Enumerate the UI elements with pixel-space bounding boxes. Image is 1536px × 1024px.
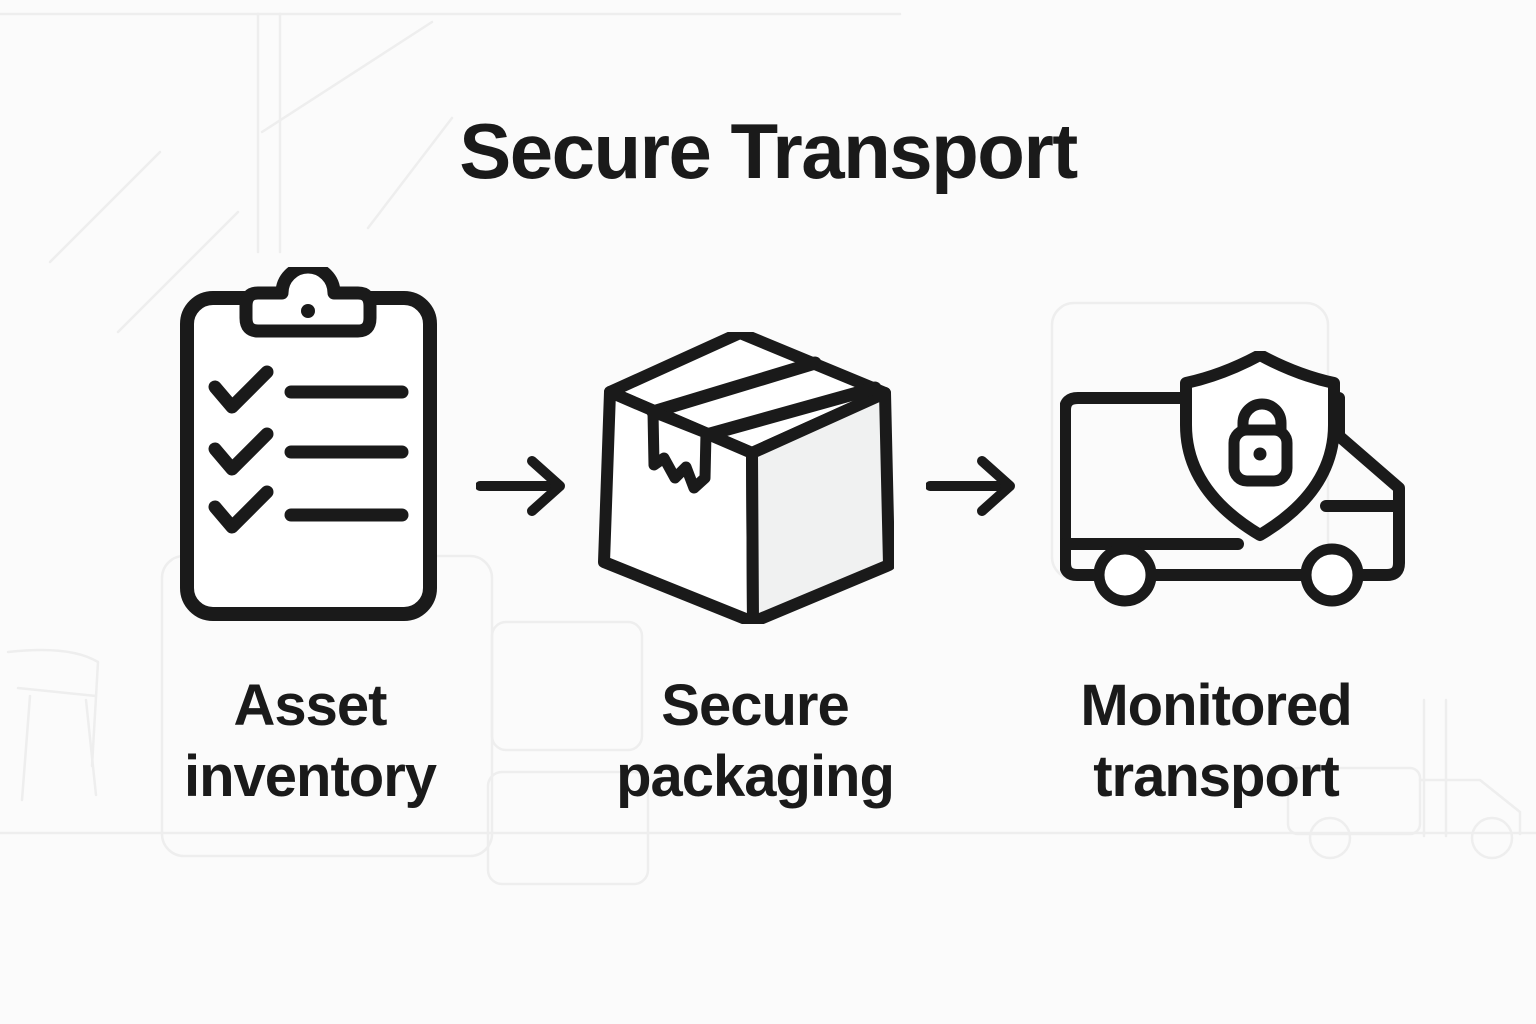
step-label-line: transport <box>1093 744 1340 809</box>
checkmark <box>208 365 274 414</box>
box-right-face <box>746 387 894 624</box>
truck-wheel <box>1300 543 1364 607</box>
step-label-line: packaging <box>616 744 895 809</box>
clip-dot <box>301 304 315 318</box>
page-title: Secure Transport <box>459 107 1078 195</box>
padlock-keyhole <box>1253 447 1267 461</box>
clipboard-checklist-icon <box>180 267 437 621</box>
arrow-right-icon <box>926 456 1015 516</box>
step-label-monitored-transport: Monitored transport <box>1016 670 1416 812</box>
step-label-line: Secure <box>661 673 849 738</box>
truck-wheel <box>1093 543 1157 607</box>
shield-truck-icon <box>1060 351 1405 607</box>
step-label-line: inventory <box>183 744 437 809</box>
step-label-secure-packaging: Secure packaging <box>555 670 955 812</box>
truck-body <box>1060 392 1405 581</box>
arrow-right-icon <box>476 456 565 516</box>
step-label-line: Asset <box>233 673 388 738</box>
tape-stripe <box>703 381 882 441</box>
tape-stripe <box>646 356 822 419</box>
padlock-shackle <box>1237 398 1287 441</box>
torn-tape-flap <box>647 406 712 494</box>
step-label-line: Monitored <box>1080 673 1352 738</box>
package-box-icon <box>598 332 894 624</box>
checkmark <box>208 427 274 476</box>
checkmark <box>208 485 274 534</box>
step-label-asset-inventory: Asset inventory <box>110 670 510 812</box>
